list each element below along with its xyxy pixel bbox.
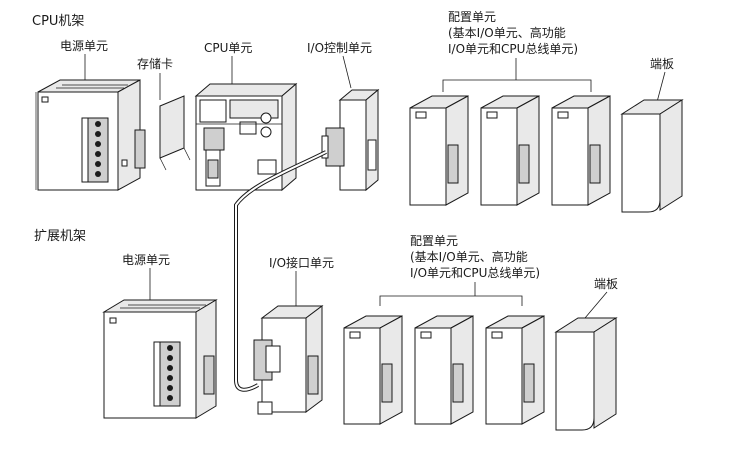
config-unit-bottom-label-3: I/O单元和CPU总线单元): [410, 266, 540, 280]
io-interface-unit-label: I/O接口单元: [269, 255, 334, 270]
leader-end-cover-top: [656, 71, 666, 103]
config-unit-bottom-label-1: 配置单元: [410, 234, 458, 248]
power-unit-top: [35, 79, 141, 191]
config-unit-top-3: [551, 95, 611, 206]
config-bottom-bracket: [379, 295, 523, 306]
leader-io-control: [342, 55, 352, 89]
config-unit-top-label-2: (基本I/O单元、高功能: [448, 25, 566, 40]
cpu-rack-label: CPU机架: [32, 14, 84, 29]
config-unit-top-2: [480, 95, 540, 206]
end-cover-top: [620, 99, 684, 213]
config-unit-bottom-1: [343, 315, 403, 425]
io-control-unit: [321, 88, 380, 192]
power-unit-top-label: 电源单元: [60, 39, 108, 53]
cpu-unit: [194, 82, 298, 192]
expansion-rack-label: 扩展机架: [34, 229, 86, 244]
end-cover-bottom: [554, 317, 618, 431]
config-unit-bottom-3: [485, 315, 545, 425]
leader-end-cover-bottom: [584, 291, 608, 319]
power-unit-bottom-label: 电源单元: [122, 253, 170, 267]
config-unit-top-label-1: 配置单元: [448, 10, 496, 24]
io-control-unit-label: I/O控制单元: [307, 41, 372, 55]
config-unit-bottom-label-2: (基本I/O单元、高功能: [410, 249, 528, 264]
config-unit-top-label-3: I/O单元和CPU总线单元): [448, 42, 578, 56]
memory-card-label: 存储卡: [137, 56, 173, 71]
memory-card: [159, 95, 191, 171]
cpu-unit-label: CPU单元: [204, 41, 252, 55]
end-cover-top-label: 端板: [650, 57, 674, 71]
io-interface-unit: [253, 305, 324, 415]
power-unit-bottom: [102, 299, 218, 419]
config-top-bracket: [442, 79, 592, 92]
power-connector-top: [134, 129, 146, 169]
config-unit-top-1: [409, 95, 469, 206]
config-unit-bottom-2: [414, 315, 474, 425]
end-cover-bottom-label: 端板: [594, 277, 618, 291]
